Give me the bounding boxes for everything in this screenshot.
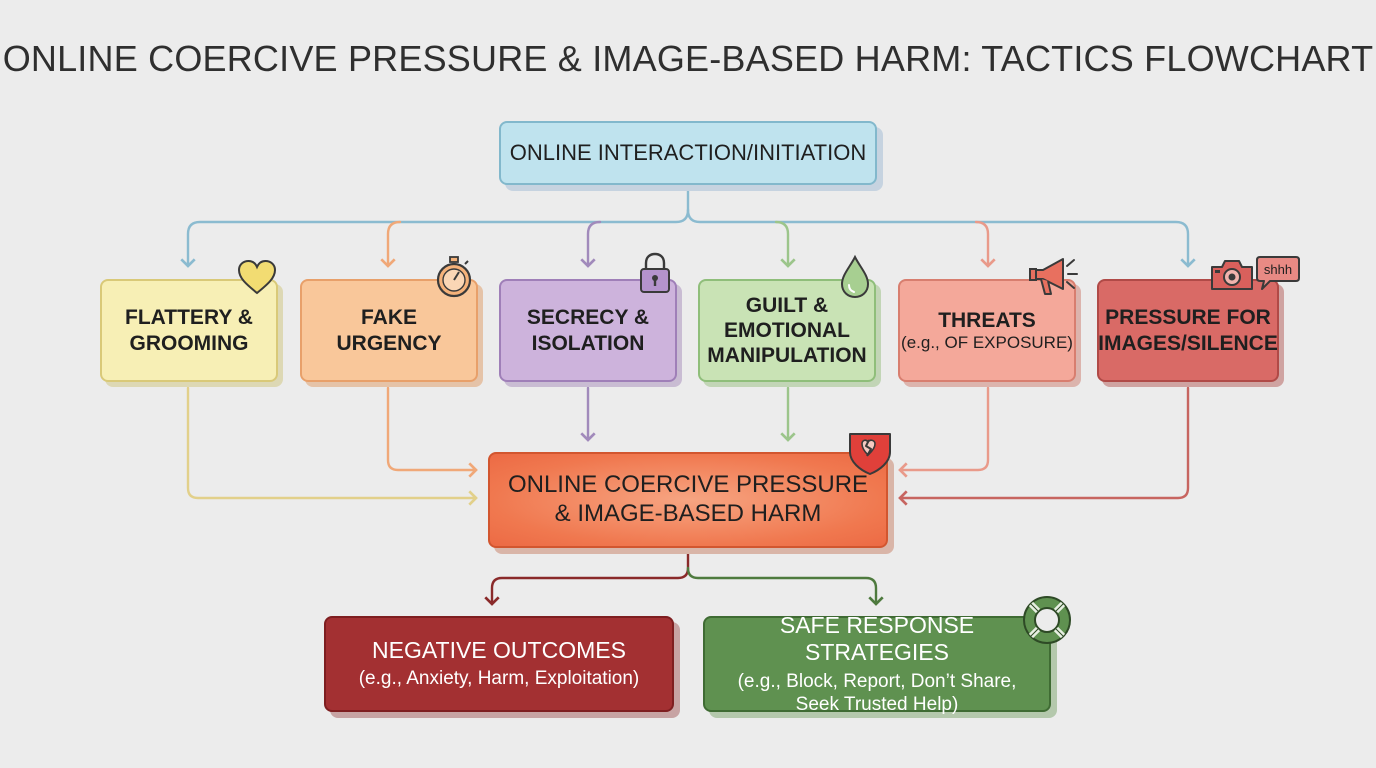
safe-response-node: SAFE RESPONSE STRATEGIES (e.g., Block, R… — [703, 612, 1051, 715]
negative-outcomes-title: NEGATIVE OUTCOMES — [372, 636, 626, 663]
safe-response-title: SAFE RESPONSE STRATEGIES — [779, 611, 975, 666]
lock-icon — [640, 252, 670, 293]
tactic-label: GROOMING — [129, 331, 249, 355]
shhh-text: shhh — [1264, 262, 1292, 277]
safe-response-examples: (e.g., Block, Report, Don’t Share, — [737, 670, 1017, 692]
negative-outcomes-examples: (e.g., Anxiety, Harm, Exploitation) — [358, 668, 640, 690]
center-node: ONLINE COERCIVE PRESSURE & IMAGE-BASED H… — [488, 452, 888, 548]
tactic-label: ISOLATION — [531, 331, 645, 355]
heart-icon — [237, 259, 277, 295]
tactic-label: EMOTIONAL — [724, 318, 850, 342]
page-title: ONLINE COERCIVE PRESSURE & IMAGE-BASED H… — [2, 38, 1374, 79]
lifebuoy-icon — [1023, 596, 1071, 644]
center-node-label: & IMAGE-BASED HARM — [554, 500, 822, 527]
tactic-label: GUILT & — [745, 293, 829, 317]
tactic-label: PRESSURE FOR — [1105, 306, 1271, 330]
camera-icon — [1211, 260, 1253, 290]
tactic-label: FAKE — [360, 306, 417, 330]
stopwatch-icon — [436, 256, 472, 298]
tactic-label: SECRECY & — [526, 306, 650, 330]
negative-outcomes-node: NEGATIVE OUTCOMES (e.g., Anxiety, Harm, … — [324, 616, 674, 712]
start-node: ONLINE INTERACTION/INITIATION — [499, 121, 877, 185]
tactic-fake-urgency: FAKE URGENCY — [300, 279, 478, 382]
tactic-label: MANIPULATION — [707, 344, 867, 368]
tactic-label: THREATS — [938, 308, 1036, 332]
teardrop-icon — [840, 254, 870, 299]
tactic-threats: THREATS (e.g., OF EXPOSURE) — [898, 279, 1076, 382]
speech-bubble-icon: shhh — [1256, 256, 1300, 290]
center-node-label: ONLINE COERCIVE PRESSURE — [507, 471, 869, 499]
start-node-label: ONLINE INTERACTION/INITIATION — [509, 139, 867, 165]
tactic-label: URGENCY — [336, 331, 442, 355]
safe-response-examples: Seek Trusted Help) — [795, 693, 959, 715]
megaphone-icon — [1029, 258, 1078, 295]
tactic-label: FLATTERY & — [125, 306, 253, 330]
tactic-sublabel: (e.g., OF EXPOSURE) — [901, 332, 1073, 352]
tactic-flattery-grooming: FLATTERY & GROOMING — [100, 279, 278, 382]
tactic-pressure-images-silence: PRESSURE FOR IMAGES/SILENCE — [1097, 279, 1279, 382]
tactic-label: IMAGES/SILENCE — [1098, 331, 1278, 355]
tactic-guilt-emotional-manipulation: GUILT & EMOTIONAL MANIPULATION — [698, 279, 876, 382]
broken-heart-icon — [849, 433, 891, 475]
tactic-secrecy-isolation: SECRECY & ISOLATION — [499, 279, 677, 382]
